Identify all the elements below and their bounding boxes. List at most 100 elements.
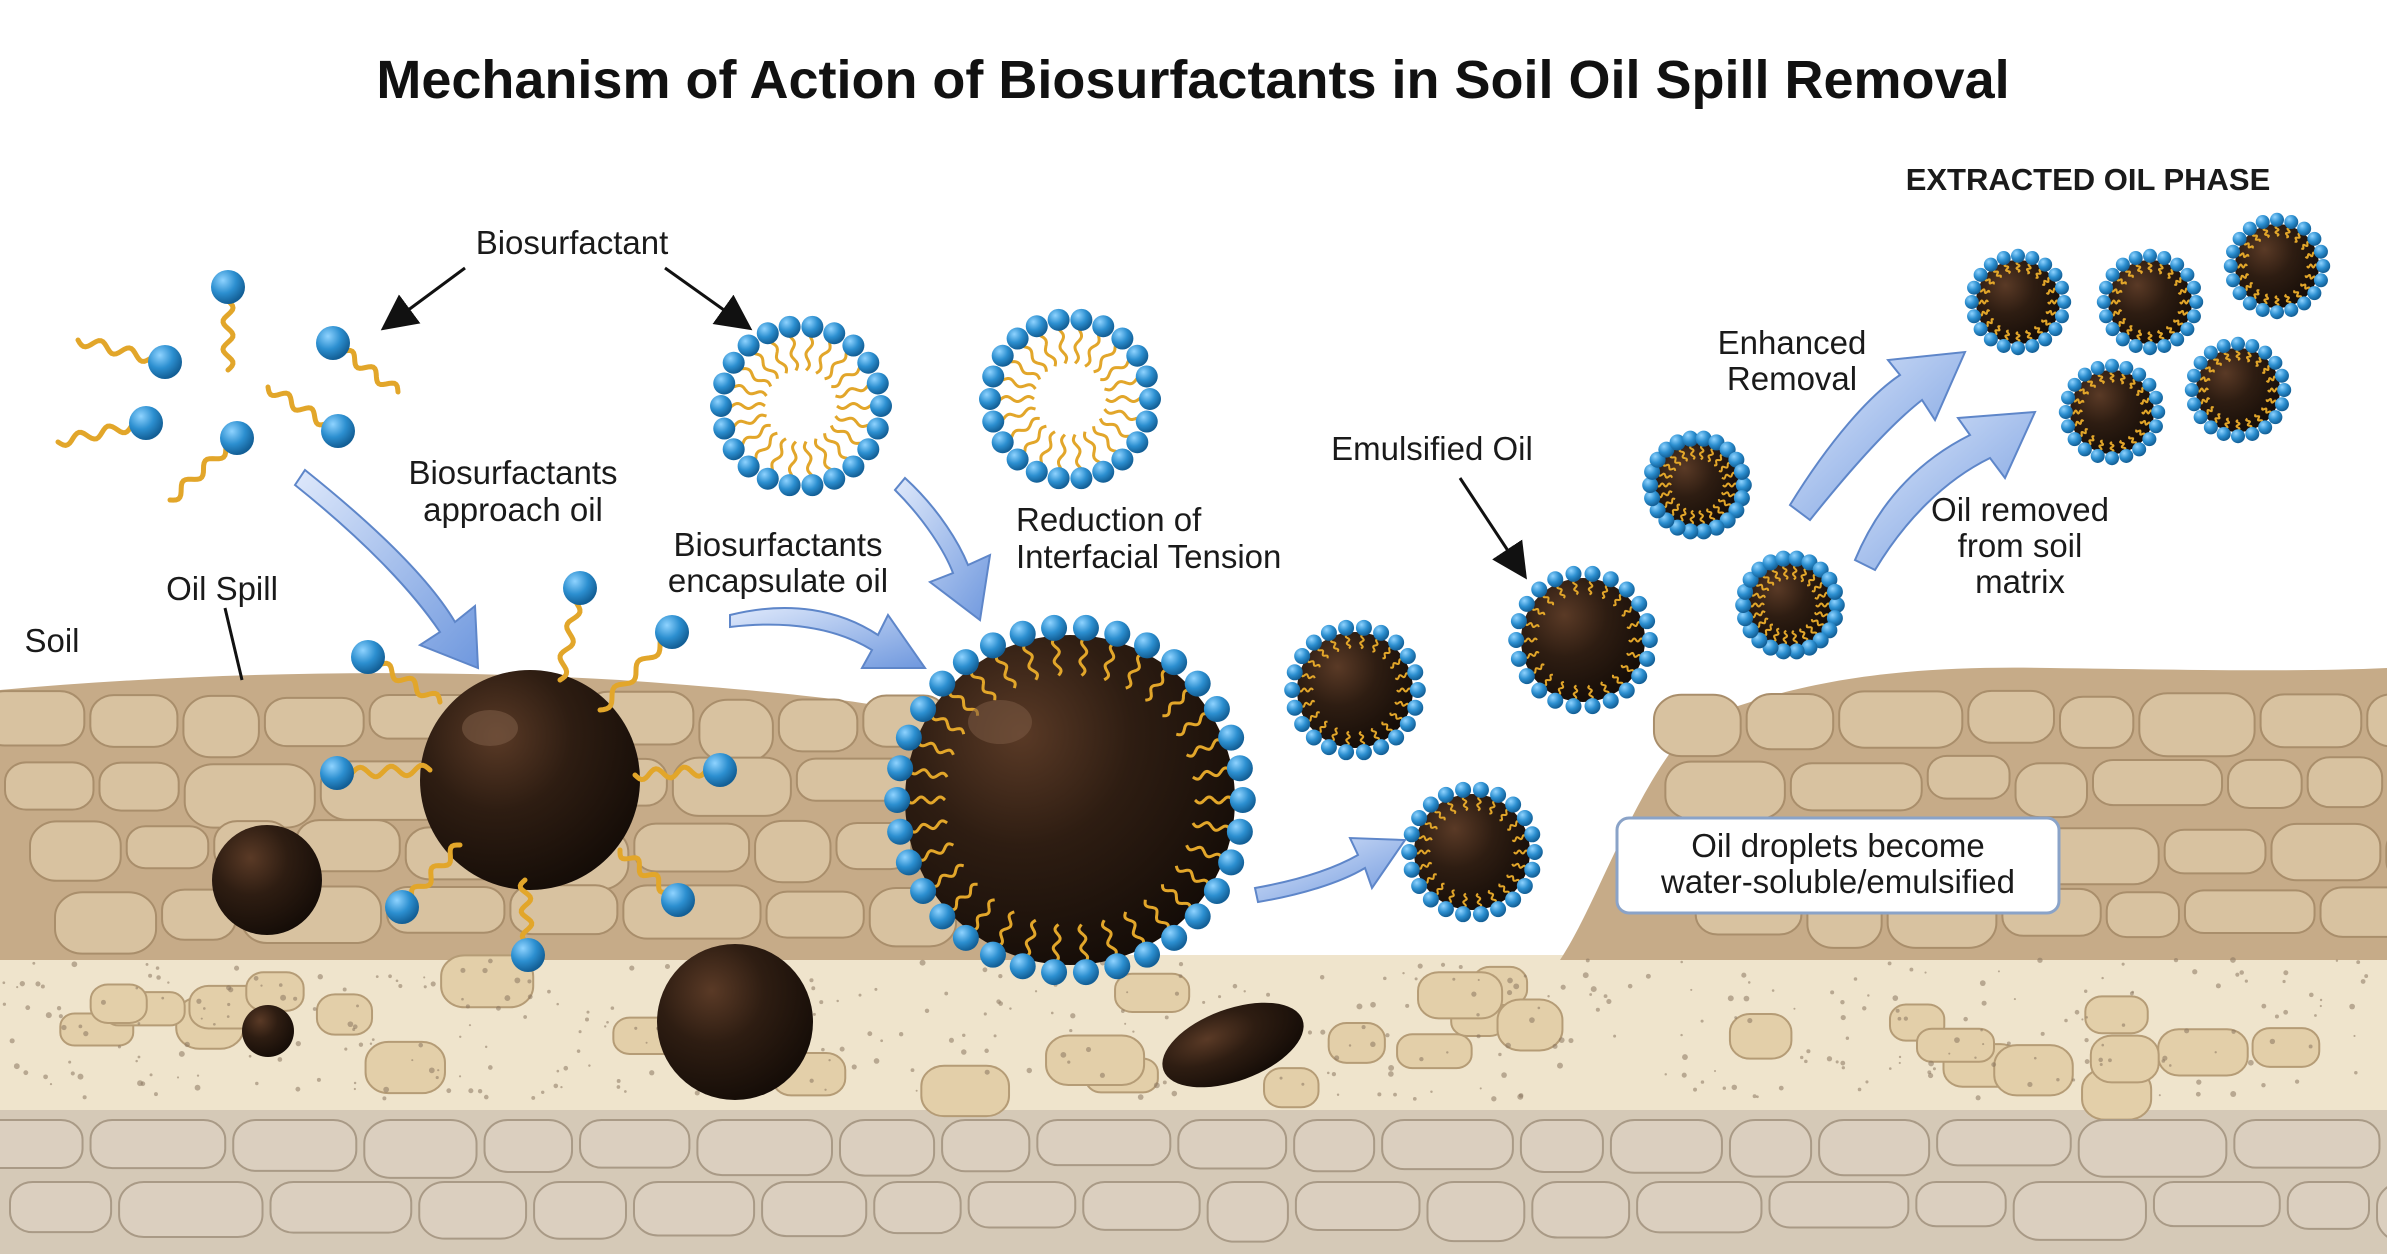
surfactant-tail [916,740,955,756]
surfactant-tail [1699,444,1705,461]
sand-grain [1589,993,1593,996]
surfactant-head [1294,648,1311,665]
surfactant-head [1682,523,1699,540]
surfactant-tail [2223,351,2231,363]
sand-grain [1523,974,1527,978]
rock [2227,758,2303,810]
sand-grain [1835,1060,1839,1064]
surfactant-tail [1461,795,1469,812]
surfactant-head [737,455,760,478]
surfactant-head [2313,244,2328,259]
sand-grain [117,1045,122,1049]
surfactant-head [1983,332,1998,347]
sand-grain [32,961,36,965]
rock [1294,1181,1421,1231]
surfactant-tail [1100,919,1118,958]
surfactant-tail [1423,821,1438,830]
surfactant-tail [1626,652,1642,658]
surfactant-head [1161,649,1188,676]
surfactant-head [1531,682,1548,699]
surfactant-head [2270,212,2284,227]
surfactant-tail [2041,319,2052,326]
surfactant-tail [2078,388,2089,395]
surfactant-tail [2284,293,2292,305]
surfactant-tail [2015,261,2021,273]
surfactant-head [1320,739,1337,756]
sand-grain [880,1039,884,1043]
sand-grain [477,1089,483,1094]
surfactant-tail [2300,283,2311,290]
surfactant-head [2232,286,2247,301]
sand-grain [40,984,45,989]
surfactant-head [2067,432,2082,447]
sand-grain [155,966,160,970]
surfactant-tail [2300,240,2310,250]
sand-grain [1804,1059,1808,1064]
sand-grain [1060,1051,1067,1058]
sand-grain [645,1041,648,1044]
surfactant-tail [2147,261,2153,273]
sand-grain [1793,1007,1796,1010]
surfactant-head [2105,322,2120,337]
surfactant-tail [2158,263,2164,275]
sand-grain [446,1088,452,1094]
surfactant-head [952,924,979,951]
sand-grain [1137,1094,1144,1100]
surfactant-head [991,344,1014,367]
sand-grain [527,994,533,1000]
rock [1045,1034,1146,1086]
surfactant-head [1631,595,1648,612]
surfactant-head [703,753,737,787]
sand-grain [212,1022,216,1026]
sand-grain [2,981,6,985]
sand-grain [1771,989,1775,992]
surfactant-head [2193,355,2208,370]
surfactant-head [1126,344,1149,367]
sand-grain [1582,972,1589,979]
sand-grain [482,967,488,974]
sand-grain [280,994,287,1001]
sand-grain [873,1058,880,1064]
sand-grain [1430,1090,1433,1093]
sand-grain [317,974,323,980]
surfactant-head [2216,426,2231,441]
rock [1177,1119,1288,1170]
sand-grain [382,1096,387,1101]
oil-droplet [657,944,813,1100]
sand-grain [496,1005,501,1011]
surfactant-tail [1763,623,1773,637]
sand-grain [83,1030,89,1037]
emulsified-oil-droplets [1284,430,1845,923]
sand-grain [616,1085,621,1089]
surfactant-tail [2025,329,2033,341]
sand-grain [1124,1022,1127,1025]
rock [2270,822,2382,882]
sand-grain [1402,971,1405,975]
rock [765,890,865,939]
rock [761,1181,868,1238]
sand-grain [23,1070,29,1076]
sand-grain [1370,1041,1376,1048]
surfactant-tail [2173,276,2183,286]
sand-grain [1857,1087,1862,1092]
sand-grain [1887,961,1892,966]
sand-grain [1752,1094,1757,1099]
surfactant-head [1203,696,1230,723]
oil-blob [420,670,640,890]
sand-grain [1050,1011,1054,1015]
surfactant-head [1547,571,1564,588]
label-encapsulate-1: Biosurfactants [673,526,882,563]
surfactant-head [710,395,732,417]
surfactant-head [1547,692,1564,709]
sand-grain [260,984,263,987]
sand-grain [1841,1066,1845,1070]
surfactant-head [2274,368,2289,383]
rock [269,1181,413,1234]
sand-grain [423,985,427,989]
surfactant-head [2270,305,2284,320]
surfactant-head [1490,901,1507,918]
rock [1926,754,2011,800]
surfactant-head [842,455,865,478]
oil-removal-arrow [1853,410,2037,572]
sand-grain [1693,1087,1697,1092]
